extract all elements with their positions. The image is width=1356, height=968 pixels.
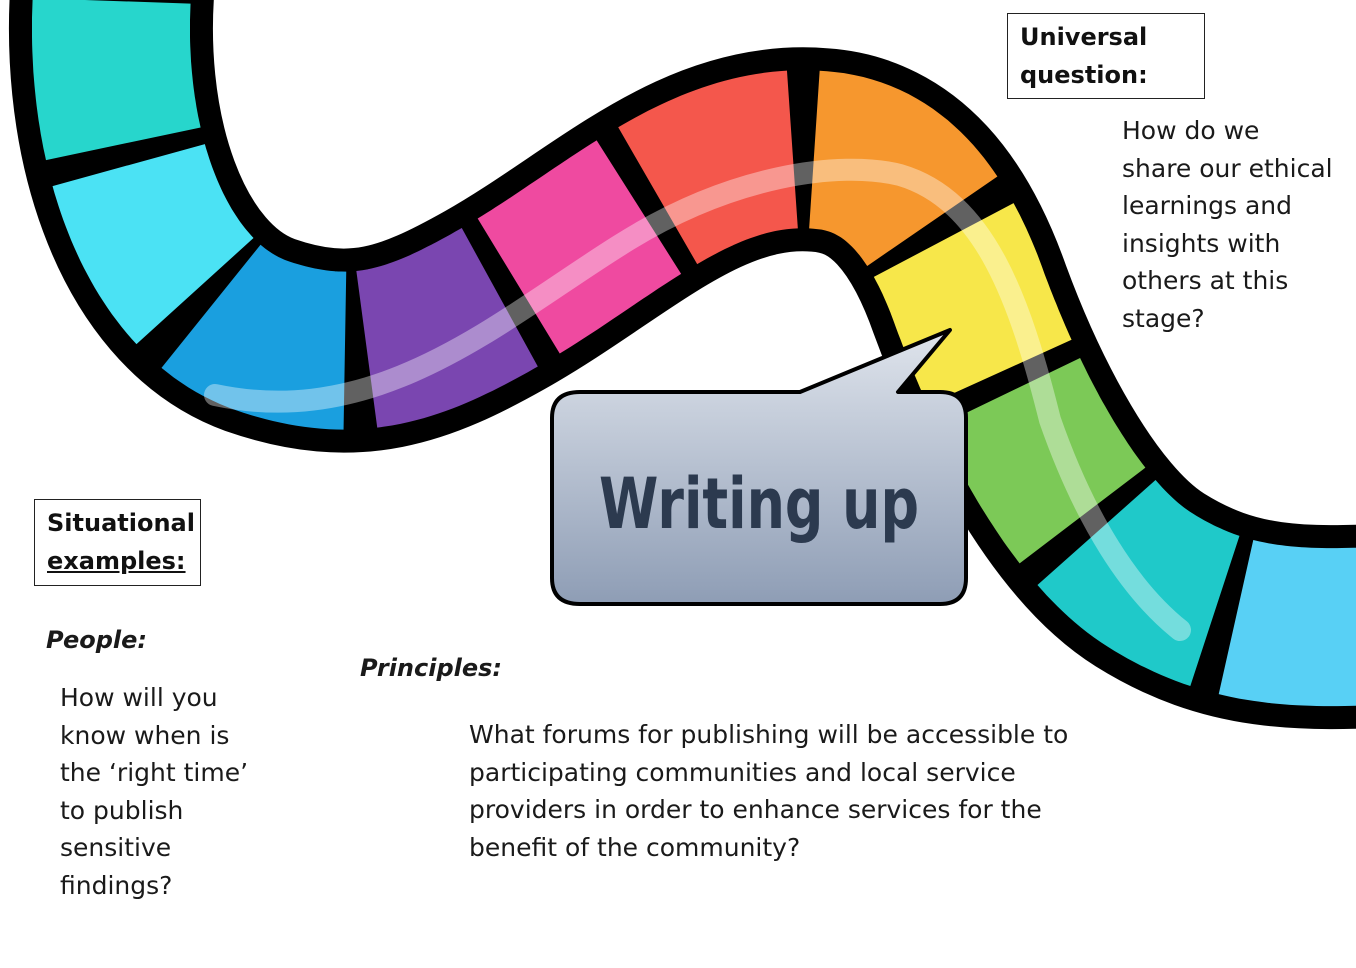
principles-text: What forums for publishing will be acces… (469, 716, 1089, 866)
text-line: participating communities and local serv… (469, 757, 1016, 787)
board-tile (477, 140, 682, 354)
people-label: People: (46, 626, 147, 654)
stage-label: Writing up (599, 463, 919, 545)
universal-question-heading-line1: Universal (1020, 23, 1148, 51)
text-line: findings? (60, 870, 173, 900)
board-tile (356, 228, 538, 428)
principles-label: Principles: (360, 654, 503, 682)
universal-question-heading-line2: question: (1020, 61, 1148, 89)
text-line: providers in order to enhance services f… (469, 795, 1042, 824)
board-tile (32, 0, 201, 161)
text-line: know when is (60, 720, 230, 750)
text-line: sensitive (60, 833, 172, 862)
text-line: benefit of the community? (469, 832, 801, 862)
board-tile (937, 358, 1146, 564)
text-line: others at this (1122, 266, 1289, 295)
people-text: How will you know when is the ‘right tim… (60, 679, 260, 904)
text-line: How do we (1122, 116, 1260, 145)
board-tile (809, 70, 998, 266)
board-tile (161, 244, 347, 430)
text-line: How will you (60, 683, 218, 712)
situational-heading-line2: examples: (47, 547, 186, 575)
text-line: to publish (60, 795, 184, 825)
universal-question-heading: Universal question: (1007, 13, 1205, 99)
text-line: stage? (1122, 303, 1205, 333)
track-gloss-highlight (204, 158, 1191, 641)
board-tile (618, 70, 798, 265)
board-tile (1218, 540, 1356, 707)
speech-bubble: Writing up (550, 328, 968, 606)
board-tile (52, 144, 254, 345)
text-line: the ‘right time’ (60, 758, 249, 787)
board-tile (1037, 480, 1240, 686)
universal-question-text: How do we share our ethical learnings an… (1122, 112, 1352, 337)
text-line: learnings and (1122, 191, 1292, 220)
text-line: insights with (1122, 228, 1281, 258)
situational-heading-line1: Situational (47, 509, 195, 537)
board-tile (873, 203, 1072, 405)
text-line: What forums for publishing will be acces… (469, 720, 1069, 749)
text-line: share our ethical (1122, 153, 1333, 183)
situational-examples-heading: Situational examples: (34, 499, 201, 586)
